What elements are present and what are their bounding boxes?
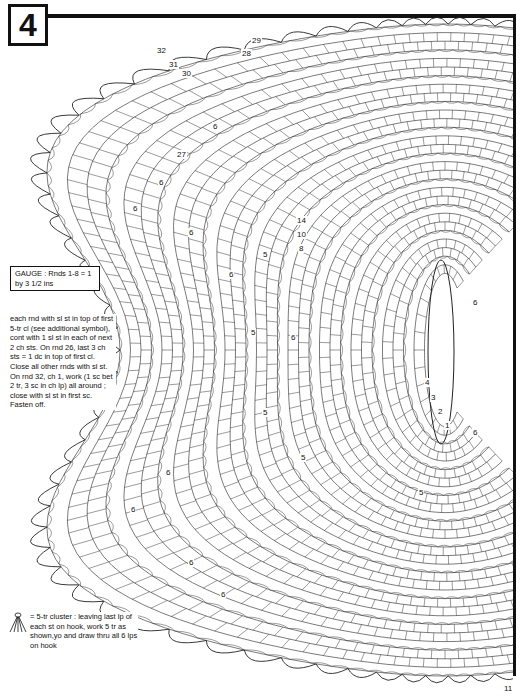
round-number: 6: [132, 204, 138, 213]
round-number: 6: [188, 228, 194, 237]
round-number: 28: [241, 49, 252, 58]
round-number: 6: [228, 270, 234, 279]
round-number: 2: [437, 407, 443, 416]
round-number: 5: [418, 488, 424, 497]
round-number: 6: [165, 468, 171, 477]
legend-text: = 5-tr cluster : leaving last lp of each…: [30, 612, 138, 650]
round-number: 32: [156, 46, 167, 55]
round-number: 29: [251, 36, 262, 45]
round-number: 6: [220, 590, 226, 599]
round-number: 4: [424, 378, 430, 387]
round-number: 30: [181, 69, 192, 78]
round-number: 6: [472, 428, 478, 437]
round-number: 5: [250, 328, 256, 337]
round-number: 6: [290, 333, 296, 342]
round-number: 5: [300, 453, 306, 462]
round-number: 10: [296, 230, 307, 239]
title-text: 4: [19, 7, 37, 43]
side-bar: [513, 14, 516, 676]
round-number: 6: [158, 178, 164, 187]
page-number: 11: [503, 684, 513, 693]
round-number: 6: [130, 505, 136, 514]
round-number: 6: [188, 558, 194, 567]
round-number: 5: [262, 408, 268, 417]
round-number: 8: [298, 244, 304, 253]
round-number: 3: [430, 393, 436, 402]
round-number: 5: [262, 250, 268, 259]
gauge-text: GAUGE : Rnds 1-8 = 1 by 3 1/2 ins: [15, 269, 95, 288]
round-number: 6: [472, 298, 478, 307]
cluster-symbol: [8, 612, 28, 634]
round-number: 27: [176, 150, 187, 159]
round-number: 6: [212, 122, 218, 131]
legend-row: = 5-tr cluster : leaving last lp of each…: [8, 612, 138, 650]
instruction-note: each rnd with sl st in top of first 5-tr…: [10, 314, 116, 410]
gauge-box: GAUGE : Rnds 1-8 = 1 by 3 1/2 ins: [10, 266, 100, 291]
round-number: 31: [168, 60, 179, 69]
page-number-title: 4: [8, 4, 48, 46]
round-number: 14: [296, 216, 307, 225]
round-number: 1: [444, 421, 450, 430]
